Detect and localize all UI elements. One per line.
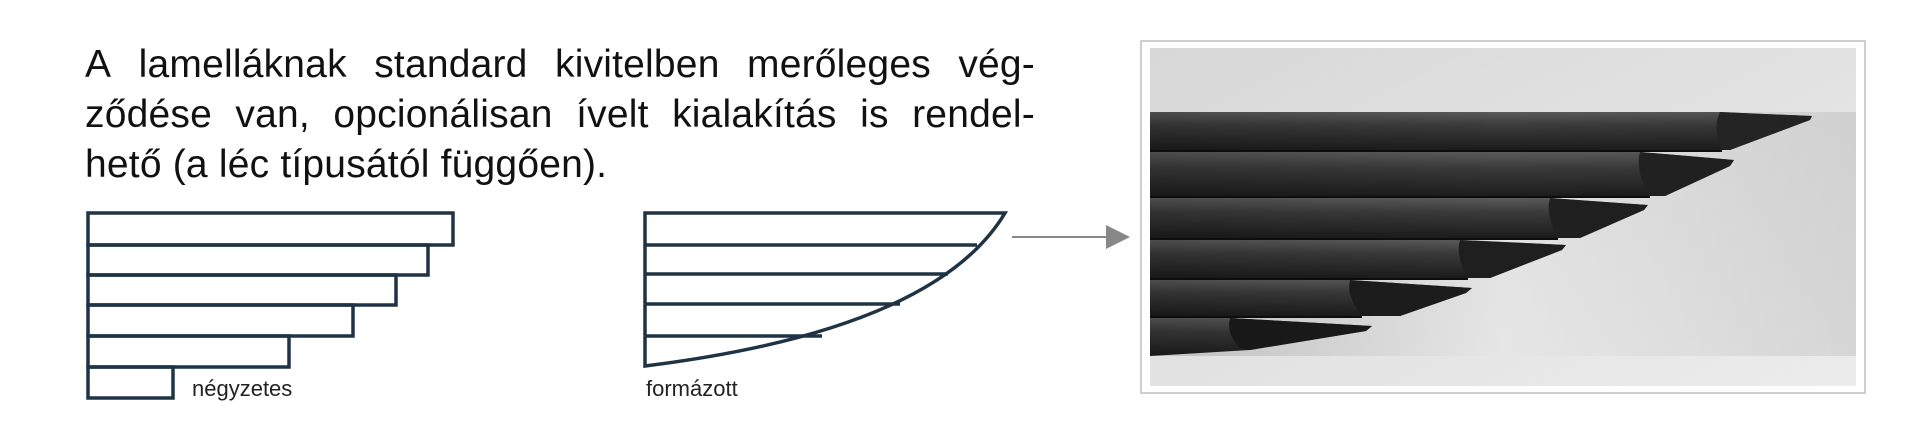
description-line-1: A lamelláknak standard kivitelben merőle… (85, 40, 1035, 90)
word: kialakítás (672, 93, 837, 136)
square-slat (86, 243, 430, 277)
word: rendel- (912, 93, 1035, 136)
word: kivitelben (555, 43, 720, 86)
word: A (85, 43, 112, 86)
square-slat (86, 211, 455, 247)
word: is (860, 93, 889, 136)
word: lamelláknak (138, 43, 347, 86)
square-end-diagram (86, 211, 455, 400)
word: van, (235, 93, 310, 136)
description-line-2: ződése van, opcionálisan ívelt kialakítá… (85, 90, 1035, 140)
word: ződése (85, 93, 212, 136)
word: opcionálisan (333, 93, 553, 136)
description-line-3: hető (a léc típusától függően). (85, 143, 608, 186)
word: vég- (958, 43, 1035, 86)
square-slat (86, 273, 398, 307)
square-slat (86, 303, 355, 338)
description-text: A lamelláknak standard kivitelben merőle… (85, 40, 1035, 190)
word: merőleges (747, 43, 931, 86)
word: standard (374, 43, 528, 86)
square-slat (86, 365, 175, 400)
word: ívelt (576, 93, 649, 136)
square-end-label: négyzetes (192, 376, 292, 401)
lamella-render (1150, 112, 1856, 356)
square-slat (86, 334, 291, 369)
shaped-outline (643, 211, 1009, 368)
shaped-end-label: formázott (646, 376, 738, 401)
shaped-end-diagram (643, 211, 1009, 368)
